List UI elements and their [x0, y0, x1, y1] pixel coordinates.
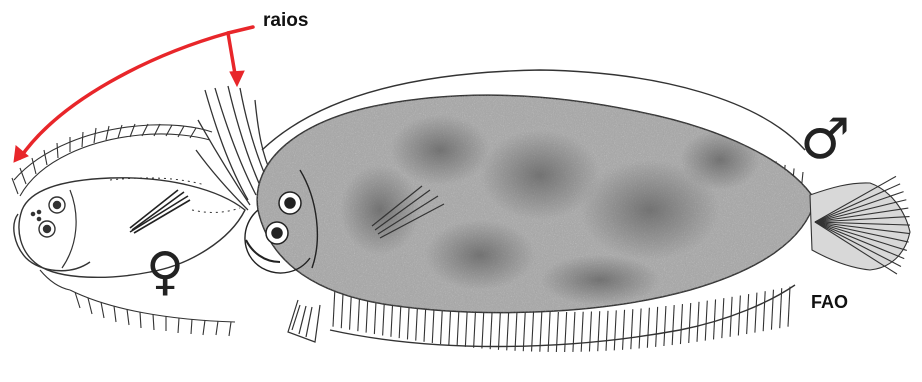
fin-ray: [631, 309, 633, 349]
fin-ray: [548, 312, 550, 352]
fin-ray: [705, 301, 707, 341]
fin-ray: [565, 312, 567, 352]
fin-ray: [672, 305, 674, 345]
female-eyes: [31, 197, 65, 237]
fin-ray: [697, 302, 699, 342]
arrowhead-male: [230, 71, 244, 86]
fin-ray: [689, 303, 691, 343]
arrow-to-female-fin: [20, 33, 228, 158]
female-dorsal-fin: [12, 124, 212, 196]
fin-ray: [465, 307, 467, 347]
fin-ray: [680, 304, 682, 344]
fin-ray: [581, 312, 583, 352]
male-caudal-fin: [810, 176, 910, 274]
fin-ray: [738, 295, 740, 335]
fin-ray: [482, 308, 484, 348]
male-pelvic-fin: [288, 300, 320, 342]
fin-ray: [333, 287, 335, 327]
fin-ray: [614, 310, 616, 350]
fin-ray: [523, 311, 525, 351]
fin-ray: [639, 308, 641, 348]
fin-ray: [747, 294, 749, 334]
female-symbol-icon: ♀: [146, 246, 184, 298]
fin-ray: [647, 308, 649, 348]
female-fish: [12, 124, 245, 336]
arrow-line-top: [228, 27, 253, 33]
fin-ray: [656, 307, 658, 347]
fin-ray: [589, 312, 591, 352]
fin-ray: [755, 293, 757, 333]
fin-ray: [515, 311, 517, 351]
fin-ray: [788, 287, 790, 327]
female-anal-fin: [40, 270, 235, 336]
fin-ray: [664, 306, 666, 346]
fin-ray: [507, 310, 509, 350]
fin-ray: [763, 291, 765, 331]
female-pectoral-fin: [130, 190, 190, 233]
fin-ray: [498, 310, 500, 350]
fin-ray: [714, 299, 716, 339]
fin-ray: [771, 290, 773, 330]
fin-ray: [573, 312, 575, 352]
fin-ray: [556, 312, 558, 352]
fin-ray: [474, 308, 476, 348]
male-symbol-icon: ♂: [800, 112, 850, 168]
fin-ray: [606, 311, 608, 351]
fin-ray: [490, 309, 492, 349]
raios-label: raios: [263, 10, 308, 32]
fao-credit: FAO: [811, 292, 848, 313]
female-body-outline: [19, 178, 245, 278]
fin-ray: [598, 311, 600, 351]
fin-ray: [623, 310, 625, 350]
